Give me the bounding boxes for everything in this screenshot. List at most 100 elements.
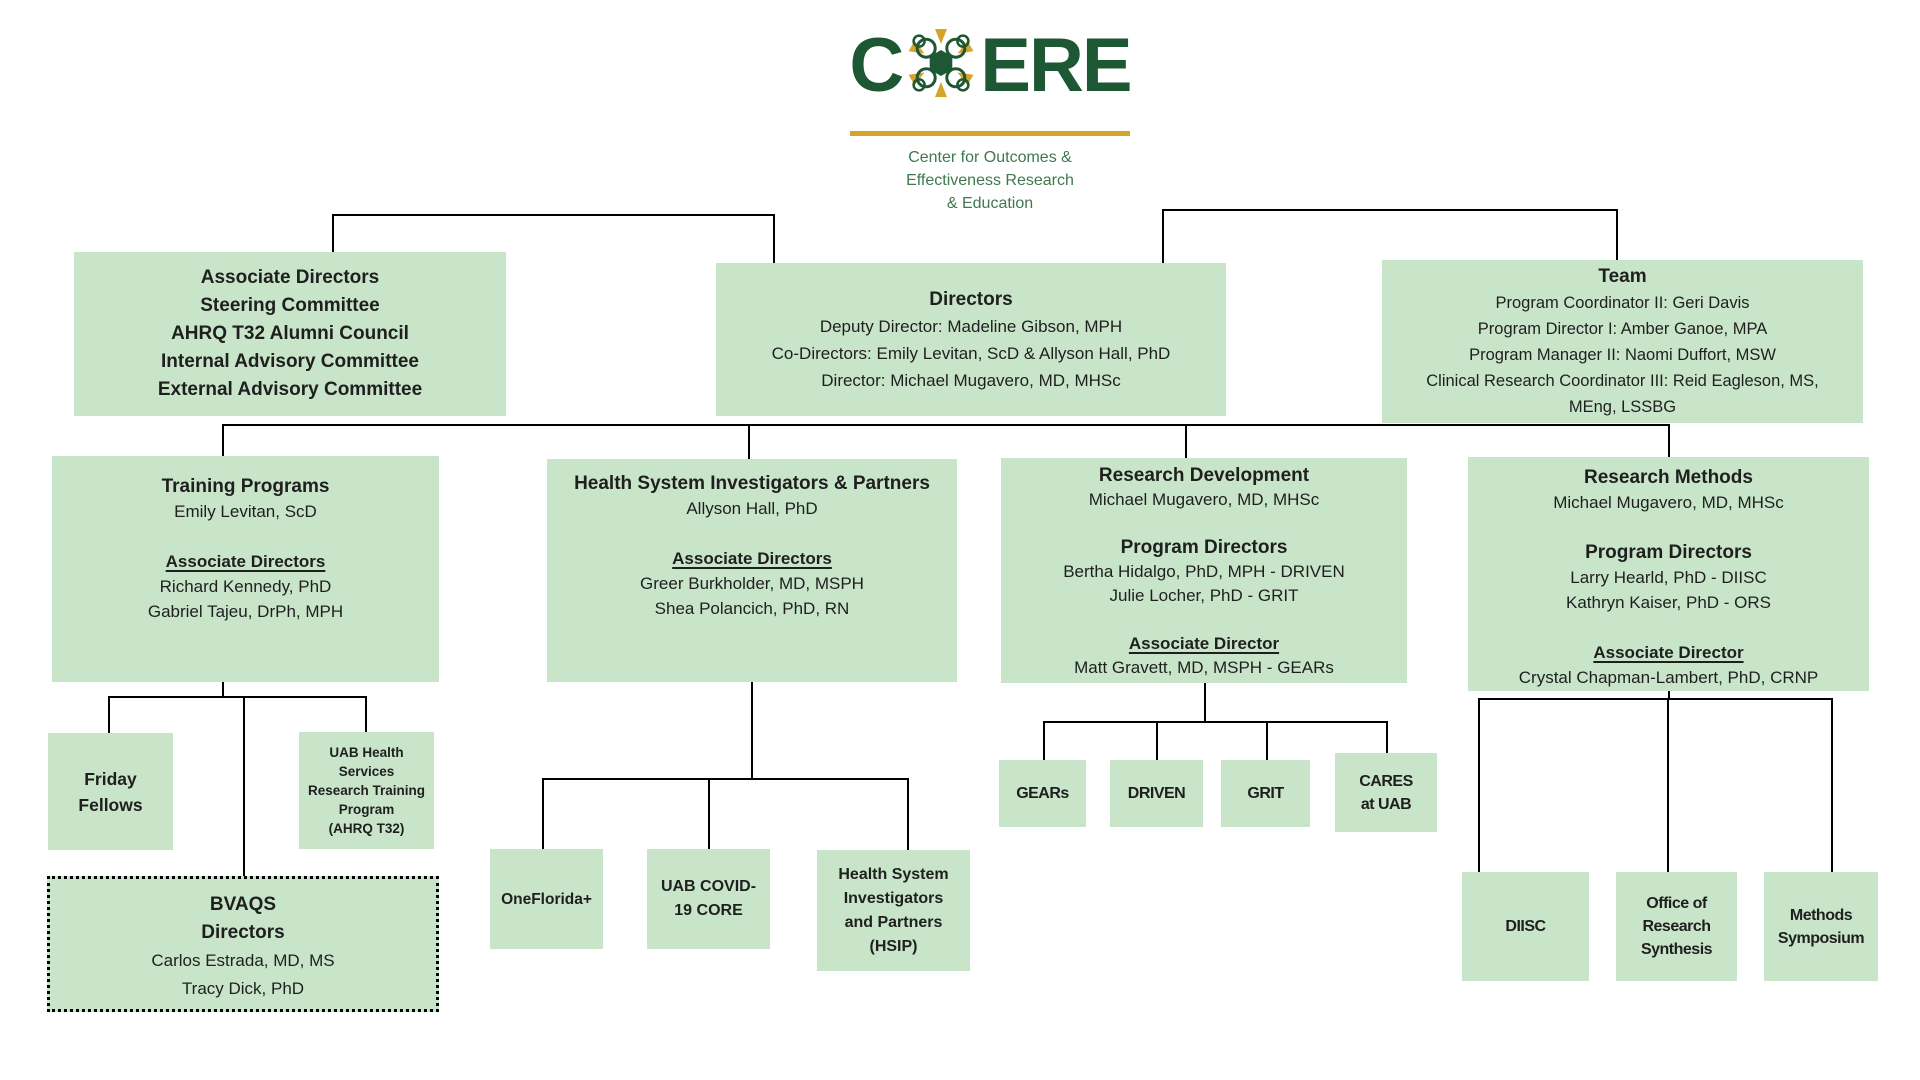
box-title: Team — [1598, 265, 1647, 287]
box-training-programs: Training Programs Emily Levitan, ScD Ass… — [52, 456, 439, 682]
section-title: Associate Directors — [672, 549, 832, 568]
connector-line — [365, 696, 367, 732]
connector-line — [222, 682, 224, 698]
box-label: Synthesis — [1640, 941, 1713, 958]
member-name: Shea Polancich, PhD, RN — [654, 599, 850, 618]
connector-line — [1478, 698, 1480, 872]
connector-line — [222, 424, 224, 458]
box-title: BVAQS — [209, 894, 277, 915]
connector-line — [222, 424, 1670, 426]
box-label: Program — [338, 802, 395, 817]
box-label: Research — [1642, 918, 1711, 935]
box-label: GEARs — [1016, 785, 1069, 802]
box-ahrq-t32-training-program: UAB Health Services Research Training Pr… — [299, 732, 434, 849]
box-label: DIISC — [1505, 918, 1546, 935]
section-title: Program Directors — [1120, 537, 1288, 558]
connector-line — [332, 214, 775, 216]
member-name: Gabriel Tajeu, DrPh, MPH — [147, 602, 344, 621]
box-research-development: Research Development Michael Mugavero, M… — [1001, 458, 1407, 683]
box-label: UAB COVID- — [660, 878, 757, 895]
box-label: Research Training — [307, 783, 426, 798]
box-label: Friday — [84, 768, 137, 789]
member-name: Greer Burkholder, MD, MSPH — [640, 574, 864, 593]
connector-line — [332, 214, 334, 252]
tagline-line: Effectiveness Research — [906, 172, 1074, 189]
connector-line — [542, 778, 544, 849]
box-directors: Directors Deputy Director: Madeline Gibs… — [716, 263, 1226, 416]
role-line: Director: Michael Mugavero, MD, MHSc — [821, 370, 1121, 390]
role-line: Program Coordinator II: Geri Davis — [1495, 293, 1750, 312]
role-line: Program Manager II: Naomi Duffort, MSW — [1469, 345, 1776, 364]
box-diisc: DIISC — [1462, 872, 1589, 981]
box-title: Training Programs — [161, 476, 330, 497]
box-title: Health System Investigators & Partners — [574, 473, 930, 494]
committee-line: AHRQ T32 Alumni Council — [171, 323, 409, 344]
box-label: and Partners — [844, 913, 943, 931]
role-line: Co-Directors: Emily Levitan, ScD & Allys… — [771, 343, 1171, 363]
connector-line — [1478, 698, 1833, 700]
member-name: Carlos Estrada, MD, MS — [151, 951, 335, 970]
committee-line: Steering Committee — [200, 295, 380, 316]
box-title: Directors — [929, 288, 1013, 310]
box-driven: DRIVEN — [1110, 760, 1203, 827]
connector-line — [748, 424, 750, 459]
tagline-line: Center for Outcomes & — [908, 149, 1072, 166]
lead-name: Allyson Hall, PhD — [686, 499, 818, 518]
connector-line — [1043, 721, 1045, 760]
member-name: Larry Hearld, PhD - DIISC — [1570, 568, 1767, 587]
connector-line — [1266, 721, 1268, 760]
connector-line — [907, 778, 909, 850]
connector-line — [1668, 424, 1670, 457]
connector-line — [542, 778, 909, 780]
section-title: Associate Directors — [165, 552, 326, 571]
box-label: Office of — [1646, 895, 1707, 912]
box-label: DRIVEN — [1127, 785, 1186, 802]
box-hsip: Health System Investigators and Partners… — [817, 850, 970, 971]
member-name: Julie Locher, PhD - GRIT — [1109, 586, 1299, 605]
logo-word-end: ERE — [980, 23, 1132, 108]
role-line: Clinical Research Coordinator III: Reid … — [1426, 371, 1819, 390]
box-methods-symposium: Methods Symposium — [1764, 872, 1878, 981]
connector-line — [751, 681, 753, 780]
box-label: OneFlorida+ — [501, 890, 592, 908]
box-label: UAB Health — [329, 745, 404, 760]
box-label: Health System — [838, 865, 949, 883]
connector-line — [1616, 209, 1618, 260]
connector-line — [243, 696, 245, 876]
box-office-of-research-synthesis: Office of Research Synthesis — [1616, 872, 1737, 981]
member-name: Richard Kennedy, PhD — [159, 577, 332, 596]
connector-line — [1667, 698, 1669, 872]
committee-line: Associate Directors — [200, 267, 380, 288]
box-committees: Associate Directors Steering Committee A… — [74, 252, 506, 416]
box-cares-at-uab: CARES at UAB — [1335, 753, 1437, 832]
box-label: Fellows — [78, 794, 143, 815]
box-label: 19 CORE — [674, 902, 743, 919]
connector-line — [1156, 721, 1158, 760]
lead-name: Michael Mugavero, MD, MHSc — [1088, 490, 1320, 509]
member-name: Kathryn Kaiser, PhD - ORS — [1565, 593, 1772, 612]
member-name: Crystal Chapman-Lambert, PhD, CRNP — [1518, 668, 1819, 687]
box-team: Team Program Coordinator II: Geri Davis … — [1382, 260, 1863, 423]
section-title: Program Directors — [1585, 542, 1752, 563]
member-name: Tracy Dick, PhD — [181, 979, 305, 998]
connector-line — [1204, 682, 1206, 723]
section-title: Associate Director — [1128, 634, 1280, 653]
logo-divider — [850, 131, 1130, 136]
connector-line — [1162, 209, 1164, 263]
box-label: Symposium — [1777, 929, 1865, 947]
connector-line — [1831, 698, 1833, 872]
box-bvaqs: BVAQS Directors Carlos Estrada, MD, MS T… — [47, 876, 439, 1012]
committee-line: Internal Advisory Committee — [161, 351, 419, 372]
box-label: Methods — [1789, 906, 1853, 924]
connector-line — [1043, 721, 1388, 723]
box-friday-fellows: Friday Fellows — [48, 733, 173, 850]
role-line: Deputy Director: Madeline Gibson, MPH — [819, 316, 1123, 336]
coere-logo: C ERE — [790, 24, 1190, 106]
section-title: Associate Director — [1593, 643, 1744, 662]
connector-line — [1185, 424, 1187, 458]
role-line: MEng, LSSBG — [1568, 397, 1677, 416]
connector-line — [773, 214, 775, 263]
logo-medallion-icon — [908, 29, 974, 97]
box-label: at UAB — [1360, 795, 1412, 813]
box-label: (HSIP) — [869, 937, 918, 955]
